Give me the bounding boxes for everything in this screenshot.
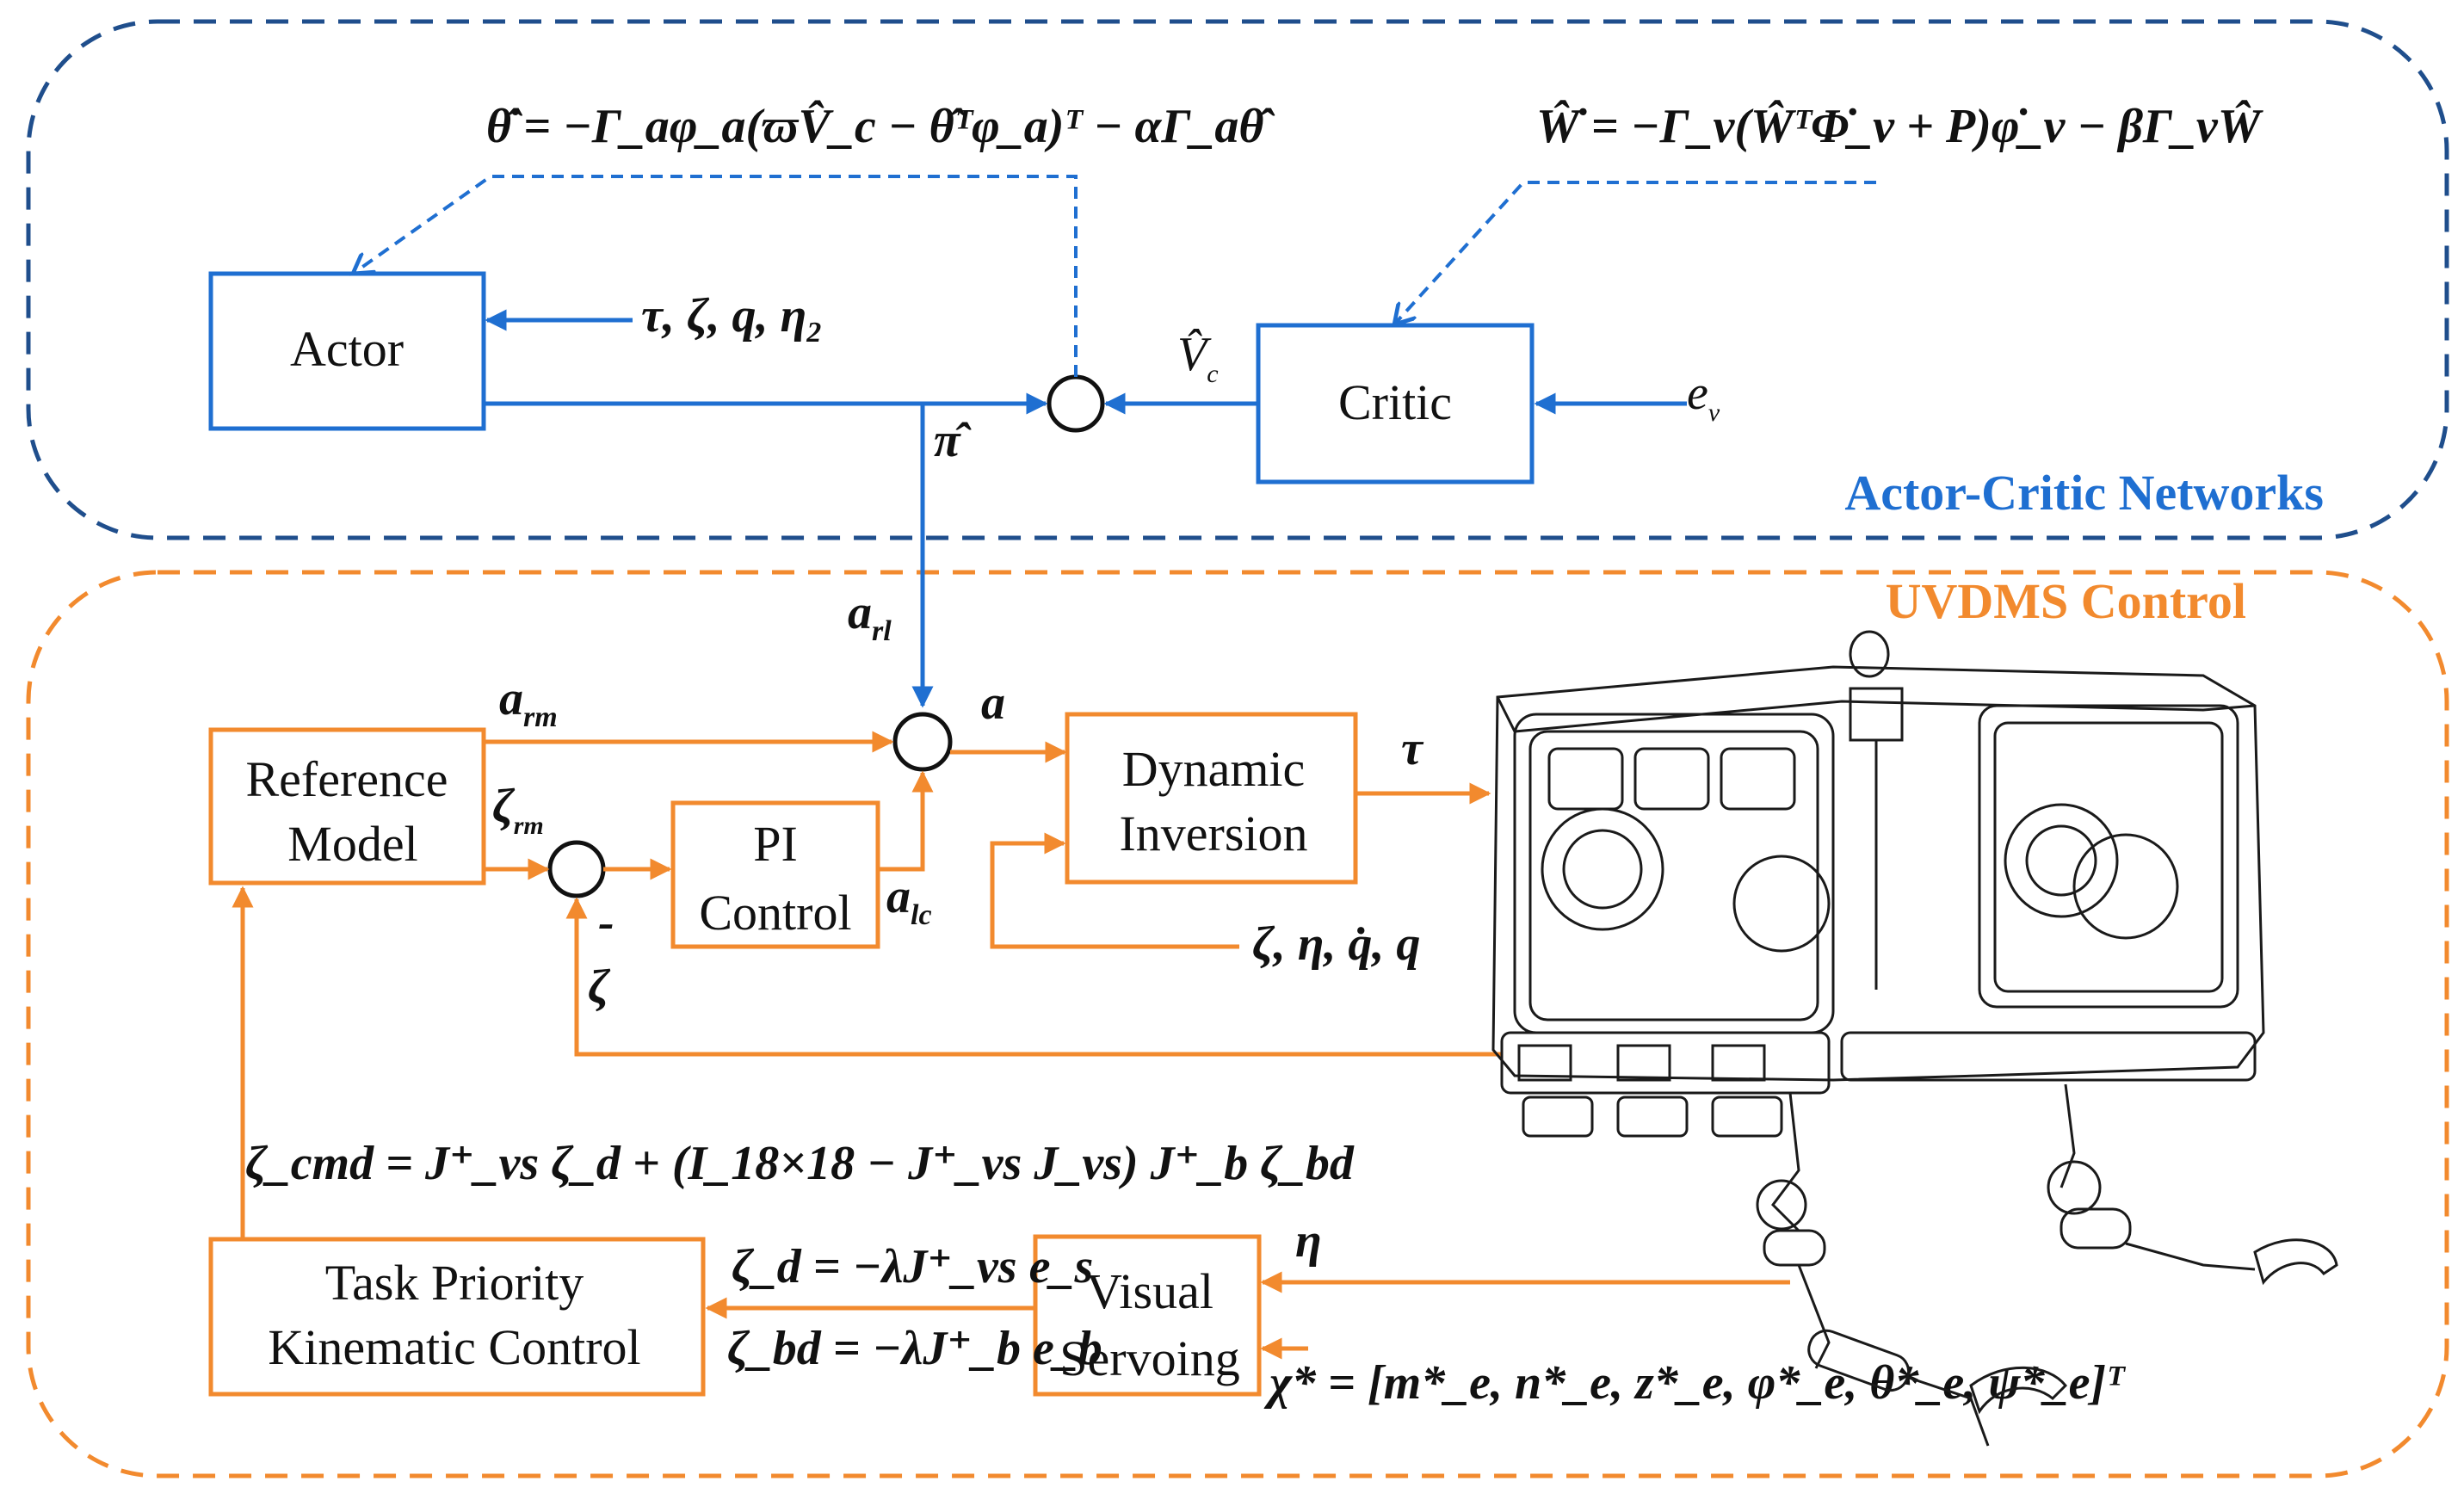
pi-control-label-1: PI: [753, 816, 798, 872]
actor-critic-region: [26, 19, 2449, 540]
dynamic-inversion-block: Dynamic Inversion: [1065, 712, 1358, 885]
zeta-cmd-equation: ζ_cmd = J⁺_vs ζ_d + (I_18×18 − J⁺_vs J_v…: [245, 1137, 1355, 1190]
svg-text:ζrm: ζrm: [492, 780, 544, 840]
reference-model-block: Reference Model: [208, 727, 486, 886]
visual-servoing-block: Visual Servoing: [1033, 1234, 1262, 1397]
uvdms-region: [26, 570, 2449, 1478]
w-update-equation: Ŵ̇ = −Γ_v(ŴᵀΦ̇_v + P)φ̇_v − βΓ_vŴ: [1536, 99, 2264, 153]
zeta-error-junction: [547, 840, 606, 898]
actor-critic-region-title: Actor-Critic Networks: [1844, 465, 2324, 521]
e-v-label: ev: [1687, 367, 1720, 427]
reference-model-label-1: Reference: [245, 751, 448, 807]
a-rl-label: arl: [848, 586, 892, 647]
task-priority-label-2: Kinematic Control: [268, 1319, 640, 1375]
zeta-d-equation: ζ_d = −λJ⁺_vs e_s: [732, 1240, 1093, 1293]
uvdms-region-title: UVDMS Control: [1886, 573, 2246, 629]
theta-update-wire: [353, 175, 1078, 377]
state-feedback-label: ζ, η, q̇, q: [1252, 917, 1420, 971]
svg-text:τ, ζ, q, η2: τ, ζ, q, η2: [641, 289, 821, 349]
chi-star-equation: χ* = [m*_e, n*_e, z*_e, φ*_e, θ*_e, ψ*_e…: [1263, 1356, 2126, 1410]
a-label: a: [981, 676, 1005, 730]
svg-text:alc: alc: [886, 870, 932, 931]
minus-sign: -: [598, 896, 614, 949]
a-rm-label: arm: [499, 672, 558, 733]
visual-servoing-label-2: Servoing: [1059, 1330, 1239, 1386]
actor-inputs-label: τ, ζ, q, η2: [641, 289, 821, 349]
reference-model-label-2: Model: [287, 816, 417, 872]
a-lc-label: alc: [886, 870, 932, 931]
pi-hat-label: π̂: [934, 414, 972, 467]
svg-text:arl: arl: [848, 586, 892, 647]
v-hat-label: V̂c: [1177, 328, 1219, 388]
critic-label: Critic: [1338, 374, 1452, 430]
task-priority-block: Task Priority Kinematic Control: [208, 1237, 706, 1397]
zeta-rm-label: ζrm: [492, 780, 544, 840]
w-update-wire: [1394, 181, 1876, 324]
tau-label: τ: [1401, 722, 1424, 775]
visual-servoing-label-1: Visual: [1086, 1263, 1213, 1319]
actor-block: Actor: [208, 271, 486, 431]
svg-text:arm: arm: [499, 672, 558, 733]
dynamic-inversion-label-1: Dynamic: [1122, 741, 1306, 797]
uvdms-robot-illustration: [1491, 630, 2338, 1447]
actor-critic-sum-junction: [1047, 374, 1105, 433]
actor-label: Actor: [290, 321, 404, 377]
a-lc-wire: [878, 770, 934, 872]
pi-control-label-2: Control: [699, 885, 851, 941]
svg-text:ev: ev: [1687, 367, 1720, 427]
theta-update-equation: θ̂̇ = −Γ_aφ_a(ϖV̂_c − θ̂ᵀφ_a)ᵀ − αΓ_aθ̂: [486, 100, 1275, 153]
zeta-bd-equation: ζ_bd = −λJ⁺_b e_b: [727, 1322, 1102, 1375]
critic-block: Critic: [1256, 323, 1535, 485]
svg-text:V̂c: V̂c: [1177, 328, 1219, 388]
state-feedback-wire: [990, 832, 1239, 949]
zeta-feedback-wire: [565, 897, 1502, 1057]
a-sum-junction: [892, 712, 953, 772]
dynamic-inversion-label-2: Inversion: [1119, 805, 1307, 861]
zeta-feedback-label: ζ: [588, 960, 611, 1014]
pi-control-block: PI Control: [670, 800, 880, 949]
task-priority-label-1: Task Priority: [325, 1255, 584, 1311]
eta-label: η: [1295, 1214, 1322, 1268]
